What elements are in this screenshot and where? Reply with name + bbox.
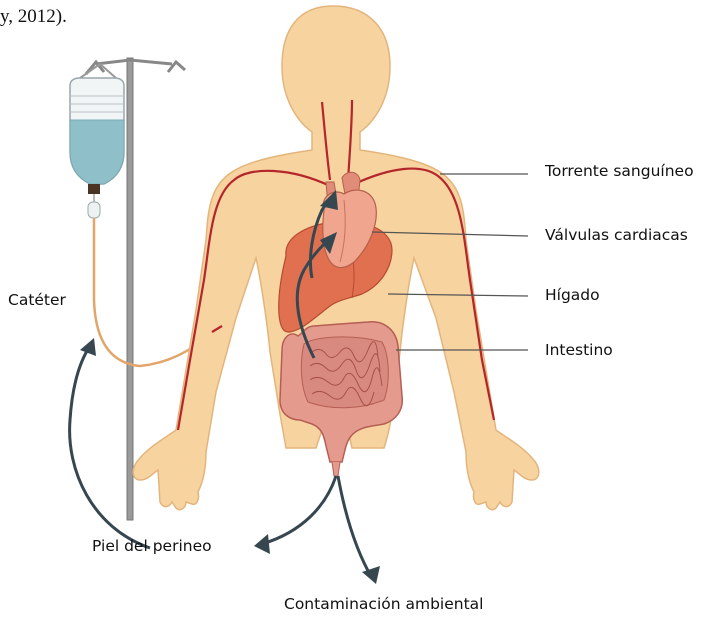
- label-cateter: Catéter: [8, 291, 66, 309]
- label-torrente-sanguineo: Torrente sanguíneo: [545, 162, 694, 180]
- environment-arrow: [338, 476, 372, 578]
- caption-fragment: y, 2012).: [0, 6, 67, 28]
- catheter-entry-arrow: [70, 346, 150, 548]
- label-intestino: Intestino: [545, 341, 613, 359]
- label-piel-perineo: Piel del perineo: [92, 537, 212, 555]
- label-contaminacion-ambiental: Contaminación ambiental: [284, 595, 483, 613]
- iv-bag-icon: [70, 64, 124, 218]
- label-valvulas-cardiacas: Válvulas cardiacas: [545, 226, 688, 244]
- perineum-arrow: [262, 476, 336, 544]
- intestine-icon: [280, 322, 402, 476]
- label-higado: Hígado: [545, 286, 600, 304]
